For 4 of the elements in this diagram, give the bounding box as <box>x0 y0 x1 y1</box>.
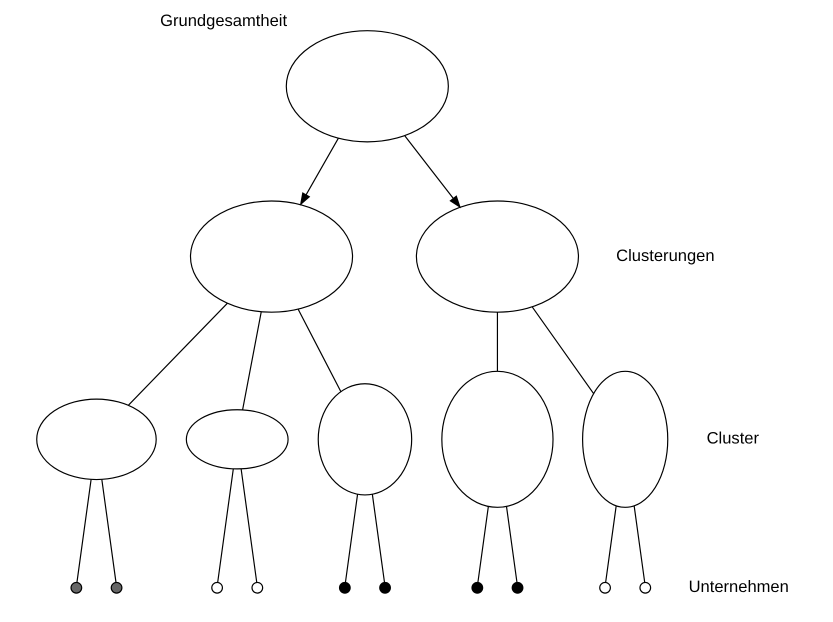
label: Unternehmen <box>688 577 788 596</box>
label: Cluster <box>706 428 759 448</box>
label: Clusterungen <box>616 246 714 265</box>
node-label: Grundgesamtheit <box>160 11 287 30</box>
